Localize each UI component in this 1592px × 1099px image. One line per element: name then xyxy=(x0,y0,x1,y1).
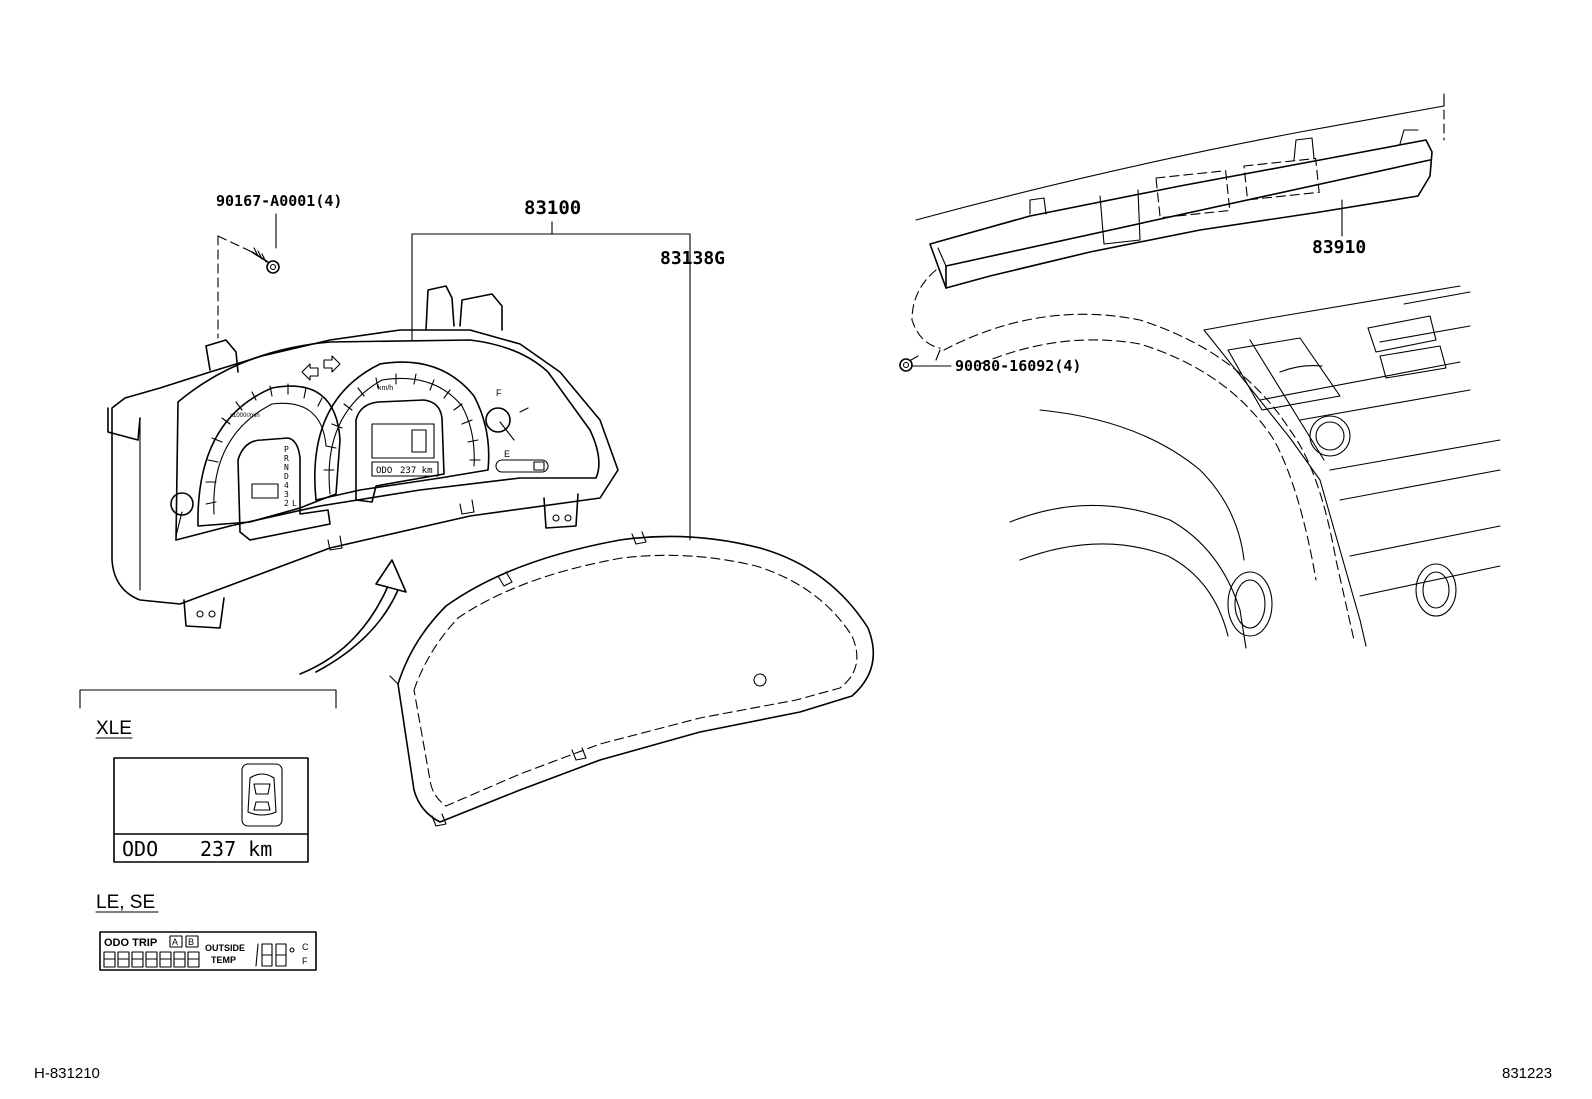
speed-ticks xyxy=(323,373,481,471)
le-outside-label: OUTSIDE xyxy=(205,943,245,953)
xle-odo-label: ODO xyxy=(122,837,158,861)
le-trip-a: A xyxy=(172,937,178,947)
le-odo-trip-label: ODO TRIP xyxy=(104,937,157,949)
xle-odo-value: 237 km xyxy=(200,837,272,861)
callout-screw-right[interactable]: 90080-16092(4) xyxy=(955,357,1081,375)
le-fahrenheit-label: F xyxy=(302,956,308,966)
svg-text:P: P xyxy=(284,445,289,454)
assembly-arrow-icon xyxy=(299,559,407,675)
variant-bracket xyxy=(79,689,337,709)
screw-top-icon xyxy=(251,247,280,274)
le-temp-label: TEMP xyxy=(211,955,236,965)
inner-odo-label: ODO xyxy=(376,466,392,476)
le-temp-digits xyxy=(255,943,295,967)
svg-text:D: D xyxy=(284,472,289,481)
footer-left-code: H-831210 xyxy=(34,1065,100,1082)
meter-glass xyxy=(389,531,875,827)
le-se-label: LE, SE xyxy=(96,892,155,913)
le-se-display: ODO TRIP A B OUTSIDE TEMP C F xyxy=(99,931,317,971)
inner-odo-value: 237 km xyxy=(400,466,433,476)
leader-lines xyxy=(217,199,1343,541)
xle-label: XLE xyxy=(96,718,132,739)
svg-text:N: N xyxy=(284,463,289,472)
callout-screw-top[interactable]: 90167-A0001(4) xyxy=(216,192,342,210)
screw-right-icon xyxy=(899,355,919,372)
callout-meter-assy[interactable]: 83100 xyxy=(524,197,581,219)
le-celsius-label: C xyxy=(302,942,309,952)
svg-text:2: 2 xyxy=(284,499,289,508)
dashboard-scene xyxy=(911,93,1501,649)
fuel-full-label: F xyxy=(496,388,502,398)
svg-text:4: 4 xyxy=(284,481,289,490)
tach-unit-label: x1000r/min xyxy=(230,413,260,419)
svg-text:L: L xyxy=(292,499,297,508)
shift-positions: P R N D 4 3 2 L xyxy=(284,445,297,508)
svg-text:3: 3 xyxy=(284,490,289,499)
speed-unit-label: km/h xyxy=(378,385,393,392)
footer-right-code: 831223 xyxy=(1502,1065,1552,1082)
turn-left-icon xyxy=(301,363,319,381)
turn-right-icon xyxy=(323,355,341,373)
callout-display-clock[interactable]: 83910 xyxy=(1312,237,1366,258)
le-trip-b: B xyxy=(188,937,194,947)
fuel-empty-label: E xyxy=(504,449,510,459)
svg-text:R: R xyxy=(284,454,289,463)
combination-meter: x1000r/min km/h P R N D 4 3 2 L ODO 237 … xyxy=(107,285,619,629)
xle-display: ODO 237 km xyxy=(113,757,309,863)
tach-ticks xyxy=(205,383,323,505)
callout-glass[interactable]: 83138G xyxy=(660,248,725,269)
le-odometer-digits xyxy=(103,951,200,968)
